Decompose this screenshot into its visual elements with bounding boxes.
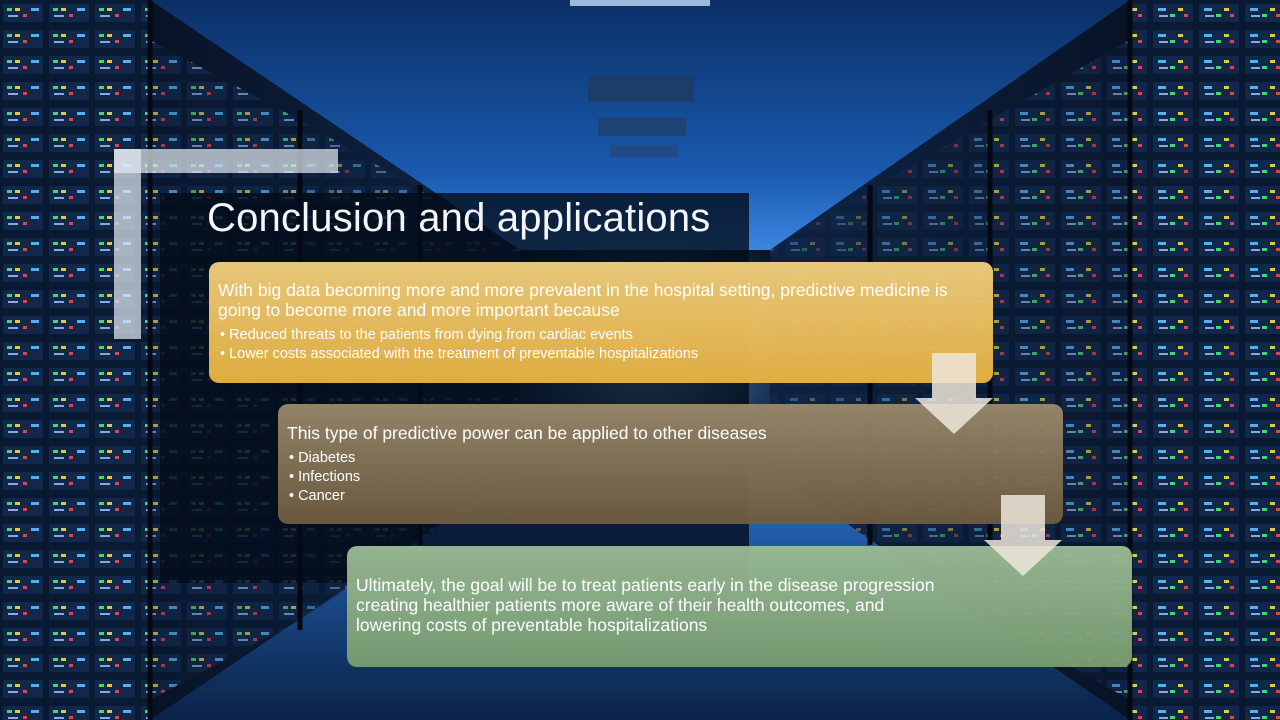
- title-panel: [160, 193, 749, 583]
- list-item: Diabetes: [289, 449, 1054, 468]
- list-item: Cancer: [289, 487, 1054, 506]
- list-item: Reduced threats to the patients from dyi…: [220, 326, 984, 345]
- process-box-3-heading: Ultimately, the goal will be to treat pa…: [356, 575, 935, 635]
- arrow-down-icon: [915, 353, 993, 434]
- list-item: Lower costs associated with the treatmen…: [220, 345, 984, 364]
- process-box-2: This type of predictive power can be app…: [278, 404, 1063, 524]
- slide-title: Conclusion and applications: [207, 196, 711, 240]
- process-box-1-bullets: Reduced threats to the patients from dyi…: [220, 326, 984, 364]
- decorative-bracket-left: [114, 149, 141, 339]
- process-box-2-bullets: Diabetes Infections Cancer: [289, 449, 1054, 506]
- process-box-3: Ultimately, the goal will be to treat pa…: [347, 546, 1132, 667]
- list-item: Infections: [289, 468, 1054, 487]
- decorative-bracket-top: [114, 149, 338, 173]
- process-box-1-heading: With big data becoming more and more pre…: [218, 280, 948, 320]
- arrow-down-icon: [984, 495, 1062, 576]
- process-box-2-heading: This type of predictive power can be app…: [287, 423, 767, 443]
- process-box-1: With big data becoming more and more pre…: [209, 262, 993, 383]
